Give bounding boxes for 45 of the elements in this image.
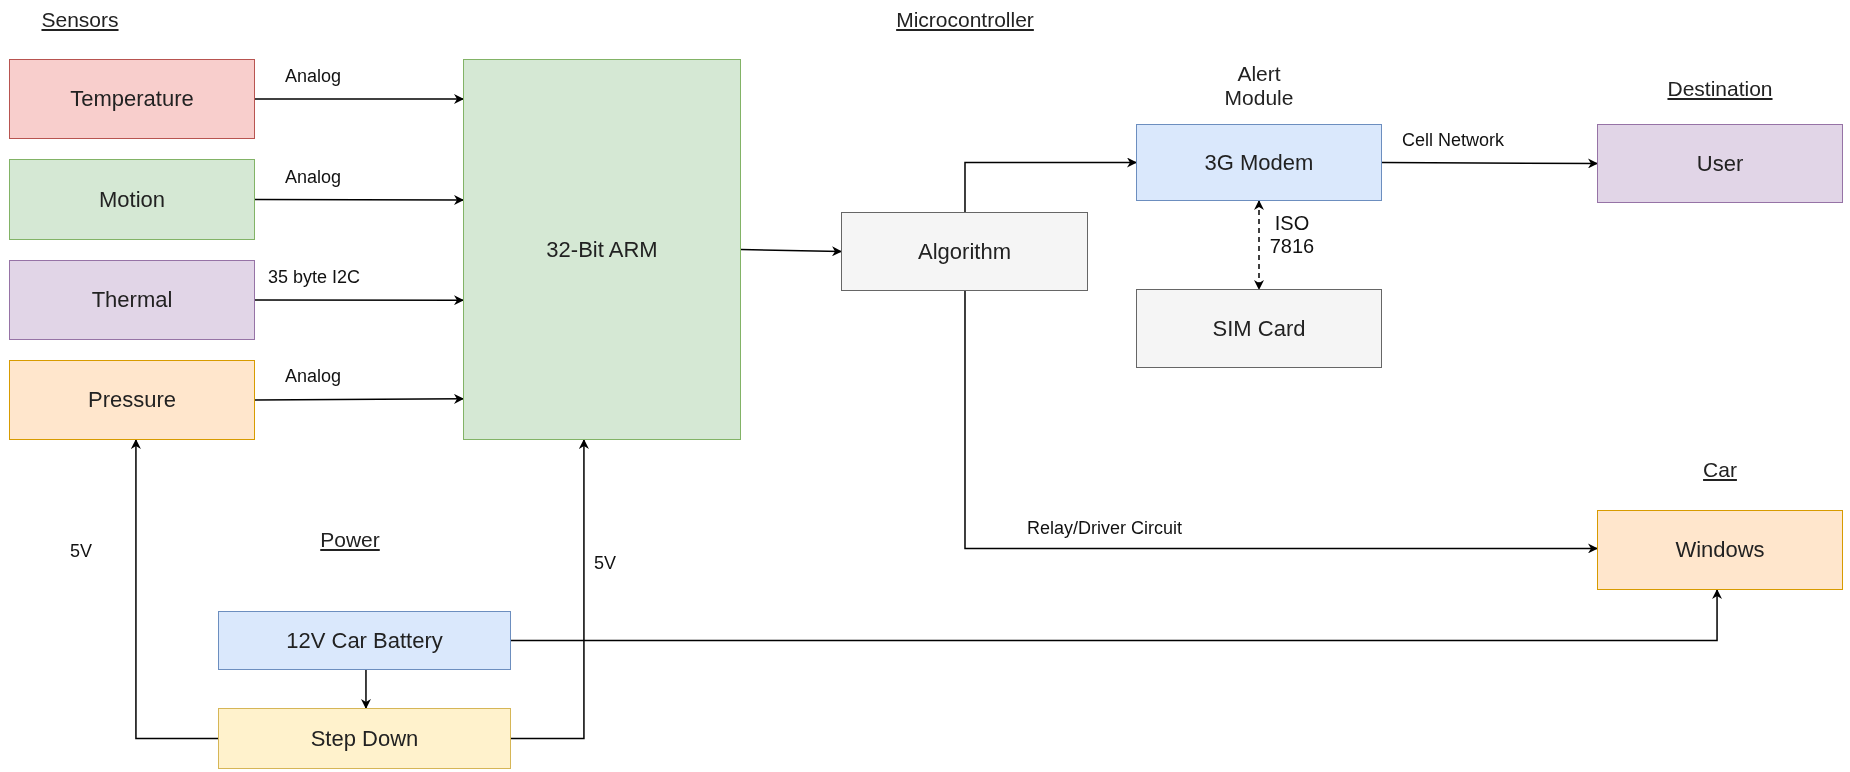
arrow — [510, 589, 1723, 642]
arrow — [254, 295, 464, 306]
arrow — [740, 246, 842, 257]
arrow — [254, 94, 464, 104]
box-label: Step Down — [310, 725, 419, 752]
process-box — [1597, 124, 1843, 203]
section-heading: Microcontroller — [895, 8, 1035, 32]
section-heading: Destination — [1666, 77, 1774, 101]
arrow — [964, 157, 1137, 213]
box-label: 12V Car Battery — [286, 627, 443, 654]
arrow — [1254, 200, 1264, 290]
box-label: Windows — [1675, 537, 1765, 563]
arrow — [964, 290, 1598, 554]
edge-label: 35 byte I2C — [266, 267, 363, 288]
arrow — [360, 669, 371, 709]
arrow — [1381, 158, 1598, 169]
box-label: Temperature — [70, 86, 194, 112]
process-box — [1136, 289, 1382, 368]
process-box — [841, 212, 1088, 291]
box-label: Thermal — [91, 287, 173, 313]
section-heading: Car — [1702, 458, 1738, 482]
process-box — [1136, 124, 1382, 201]
process-box — [218, 708, 511, 769]
arrow — [510, 439, 589, 740]
process-box — [9, 360, 255, 440]
process-box — [463, 59, 741, 440]
arrow — [130, 439, 219, 740]
box-label: 3G Modem — [1204, 149, 1314, 176]
process-box — [9, 159, 255, 240]
section-heading: Alert Module — [1223, 62, 1295, 110]
section-heading: Sensors — [40, 8, 120, 32]
box-label: 32-Bit ARM — [546, 236, 658, 263]
edge-label: Relay/Driver Circuit — [1025, 518, 1185, 539]
box-label: User — [1696, 150, 1744, 177]
process-box — [9, 260, 255, 340]
arrow — [254, 194, 464, 205]
arrow — [254, 393, 464, 404]
box-label: Pressure — [87, 387, 176, 413]
box-label: Motion — [98, 186, 165, 213]
box-label: Algorithm — [918, 238, 1011, 265]
section-heading: Power — [319, 528, 381, 552]
process-box — [1597, 510, 1843, 590]
process-box — [9, 59, 255, 139]
process-box — [218, 611, 511, 670]
box-label: SIM Card — [1212, 315, 1306, 342]
